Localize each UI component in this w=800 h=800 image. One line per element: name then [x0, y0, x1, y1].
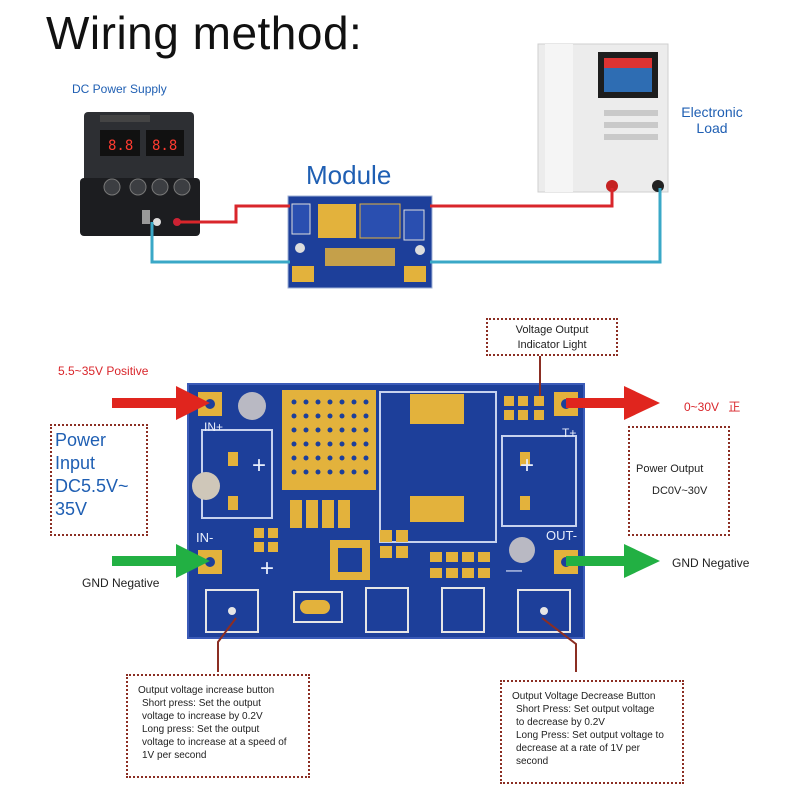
dc-power-supply-label: DC Power Supply	[72, 82, 167, 96]
power-output-box: Power Output DC0V~30V	[628, 426, 730, 536]
increase-note-line-5: voltage to increase at a speed of	[142, 737, 287, 748]
dc-power-supply-image: 8.8 8.8	[80, 112, 200, 236]
top-red-wire-output	[430, 188, 614, 208]
increase-note-line-6: 1V per second	[142, 750, 207, 761]
decrease-note-line-1: Output Voltage Decrease Button	[512, 691, 656, 702]
module-label: Module	[306, 160, 392, 190]
electronic-load-label-line1: Electronic	[681, 104, 743, 120]
top-blue-wire-output	[430, 188, 662, 264]
electronic-load-image	[537, 43, 669, 193]
input-gnd-arrow	[112, 544, 210, 578]
input-positive-label: 5.5~35V Positive	[58, 364, 149, 378]
indicator-line-2: Indicator Light	[517, 339, 587, 351]
output-range-label: 0~30V 正	[684, 398, 740, 415]
increase-note-line-1: Output voltage increase button	[138, 685, 275, 696]
input-positive-arrow	[112, 386, 210, 420]
decrease-note-line-2: Short Press: Set output voltage	[516, 704, 655, 715]
power-input-line-4: 35V	[55, 499, 88, 519]
output-gnd-arrow	[566, 544, 660, 578]
indicator-light-box: Voltage Output Indicator Light	[486, 318, 618, 356]
indicator-line-1: Voltage Output	[515, 324, 589, 336]
page-title: Wiring method:	[46, 7, 363, 59]
top-blue-wire-input	[150, 222, 290, 264]
power-input-line-2: Input	[55, 453, 96, 473]
decrease-note-line-5: decrease at a rate of 1V per	[516, 743, 640, 754]
silk-in-plus: IN+	[204, 420, 224, 434]
decrease-button-note: Output Voltage Decrease Button Short Pre…	[500, 680, 684, 784]
silk-out-minus: OUT-	[546, 528, 578, 543]
pcb-board	[187, 383, 585, 639]
silk-plus-lower: +	[260, 555, 275, 582]
silk-plus-left: +	[252, 452, 267, 479]
output-positive-arrow	[566, 386, 660, 420]
output-range-text: 0~30V	[684, 400, 720, 414]
increase-leader	[217, 617, 237, 672]
electronic-load-label: Electronic Load	[680, 104, 744, 136]
decrease-note-line-3: to decrease by 0.2V	[516, 717, 605, 728]
increase-note-line-4: Long press: Set the output	[142, 724, 260, 735]
top-red-wire-input	[180, 204, 290, 224]
silk-out-plus: T+	[562, 426, 577, 440]
top-wiring-svg: 8.8 8.8	[80, 43, 669, 289]
svg-text:8.8: 8.8	[152, 138, 177, 154]
svg-text:8.8: 8.8	[108, 138, 133, 154]
gnd-negative-right-label: GND Negative	[672, 556, 750, 570]
increase-note-line-2: Short press: Set the output	[142, 698, 261, 709]
power-input-line-1: Power	[55, 430, 107, 450]
electronic-load-label-line2: Load	[696, 120, 728, 136]
power-input-box: Power Input DC5.5V~ 35V	[50, 424, 148, 536]
decrease-leader	[541, 617, 577, 672]
top-module-board	[287, 195, 433, 289]
output-positive-suffix: 正	[728, 400, 741, 414]
silk-in-minus: IN-	[196, 530, 214, 545]
decrease-note-line-6: second	[516, 756, 549, 767]
decrease-note-line-4: Long Press: Set output voltage to	[516, 730, 664, 741]
power-output-range: DC0V~30V	[652, 485, 708, 497]
increase-note-line-3: voltage to increase by 0.2V	[142, 711, 263, 722]
power-output-title: Power Output	[636, 463, 704, 475]
silk-minus: —	[506, 562, 522, 579]
power-input-line-3: DC5.5V~	[55, 476, 129, 496]
bottom-board-svg	[112, 352, 660, 672]
gnd-negative-left-label: GND Negative	[82, 576, 160, 590]
silk-plus-right: +	[520, 452, 535, 479]
increase-button-note: Output voltage increase button Short pre…	[126, 674, 310, 778]
